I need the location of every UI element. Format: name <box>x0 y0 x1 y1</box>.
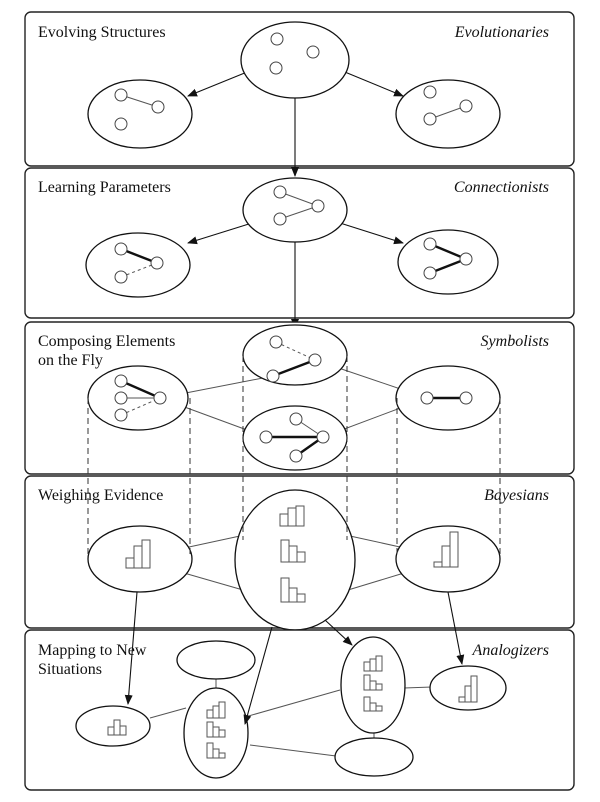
analogy-links <box>149 679 433 757</box>
panel-learning-parameters: Learning Parameters Connectionists <box>24 167 575 319</box>
tribe-label: Evolutionaries <box>454 24 549 41</box>
parent-structure <box>240 21 350 99</box>
rule-bottom <box>242 405 348 471</box>
probability-links <box>183 535 405 591</box>
analogy-node-small <box>75 705 151 747</box>
analogy-node-empty-top <box>176 640 256 680</box>
tribe-label: Connectionists <box>454 179 549 196</box>
panel-title-line-2: on the Fly <box>38 352 103 369</box>
initial-network <box>242 177 348 243</box>
panel-frame <box>24 629 575 791</box>
arrow-bayes-center-to-analogy-center <box>243 626 273 725</box>
rule-left <box>87 365 189 431</box>
panel-title-line-1: Evolving Structures <box>38 24 166 41</box>
left-variant-structure <box>87 79 193 149</box>
tribe-label: Analogizers <box>472 642 549 659</box>
panel-composing-elements: Composing Elements on the Fly Symbolists <box>24 321 575 475</box>
projection-lines <box>87 356 501 556</box>
panel-evolving-structures: Evolving Structures Evolutionaries <box>24 11 575 167</box>
arrow-bayes-right-to-analogy <box>447 591 465 665</box>
bayes-node-left <box>87 525 193 593</box>
panel-mapping-to-new-situations: Mapping to New Situations Analogizers <box>24 629 575 791</box>
arrow-to-left-variant <box>187 69 253 97</box>
right-variant-structure <box>395 79 501 149</box>
right-weighted-network <box>397 229 499 295</box>
tribe-label: Symbolists <box>481 333 549 350</box>
bayes-node-right <box>395 525 501 593</box>
analogy-node-tall <box>340 636 406 734</box>
tribe-label: Bayesians <box>484 487 549 504</box>
arrow-to-right-weights <box>339 222 404 245</box>
arrow-to-left-weights <box>187 222 253 245</box>
panel-title-line-2: Situations <box>38 661 102 678</box>
arrow-bayes-left-to-analogy <box>124 591 138 705</box>
arrow-bayes-center-to-analogy-tall <box>324 619 353 646</box>
analogy-node-empty-bottom <box>334 737 414 777</box>
panel-title-line-1: Mapping to New <box>38 642 147 659</box>
panel-title-line-1: Learning Parameters <box>38 179 171 196</box>
left-weighted-network <box>85 232 191 298</box>
bayes-node-center <box>234 489 356 631</box>
rule-top <box>242 324 348 386</box>
panel-frame <box>24 321 575 475</box>
rule-right <box>395 365 501 431</box>
panel-weighing-evidence: Weighing Evidence Bayesians <box>24 475 575 631</box>
analogy-node-right <box>429 665 507 711</box>
panel-title-line-1: Weighing Evidence <box>38 487 163 504</box>
panel-title-line-1: Composing Elements <box>38 333 175 350</box>
arrow-to-right-variant <box>339 69 404 97</box>
analogy-node-center <box>183 687 249 779</box>
